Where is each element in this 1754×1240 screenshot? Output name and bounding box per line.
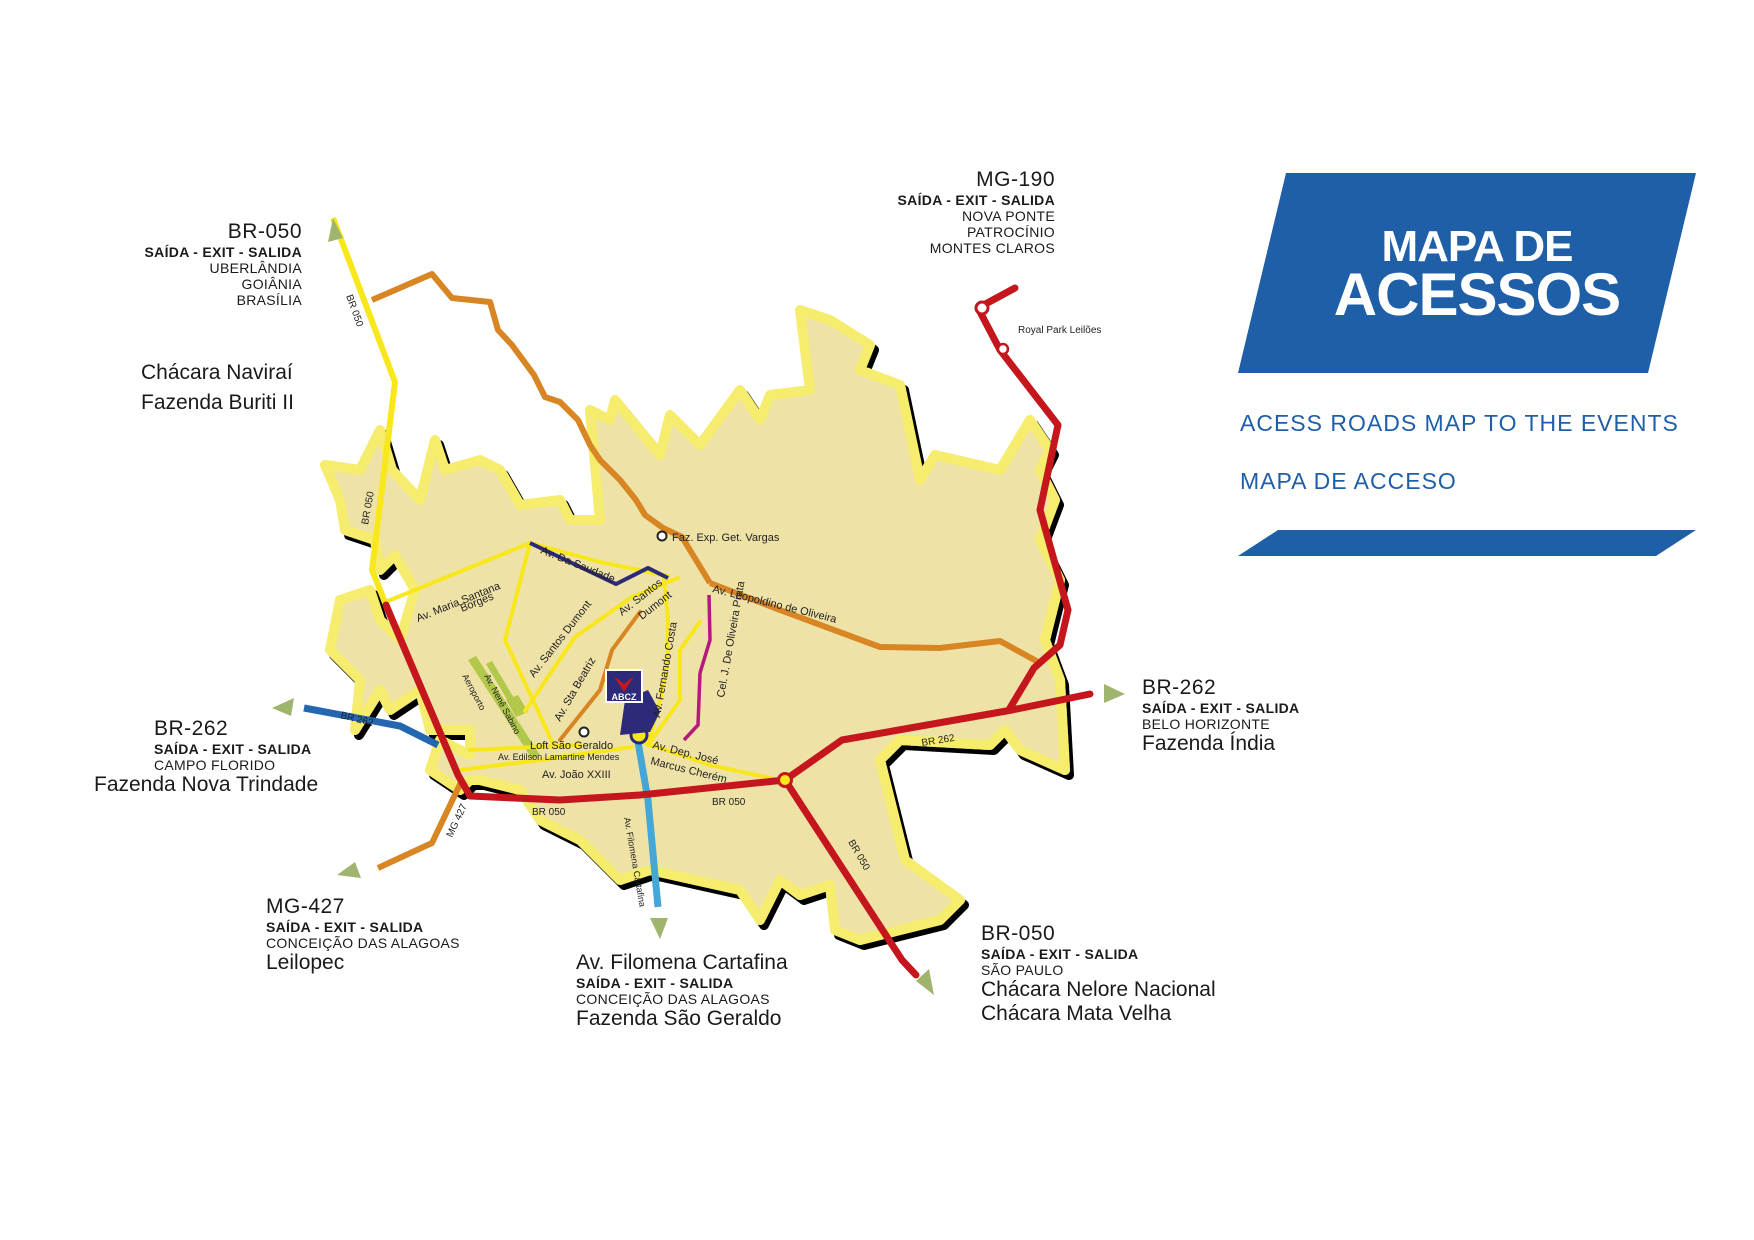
road-av-cel-prata xyxy=(646,620,702,747)
exit-road: BR-050 xyxy=(227,220,302,243)
road-av-da-saudade xyxy=(529,541,669,587)
exit-br050-north: BR-050 SAÍDA - EXIT - SALIDA UBERLÂNDIA … xyxy=(120,220,302,309)
arrow-br050-south xyxy=(916,969,934,995)
arrow-br262-west xyxy=(272,698,294,716)
abcz-park: ABCZ xyxy=(605,669,660,735)
road-av-joao xyxy=(458,745,634,772)
exit-mg190: MG-190 SAÍDA - EXIT - SALIDA NOVA PONTE … xyxy=(850,168,1055,257)
exit-road: BR-262 xyxy=(1142,676,1217,699)
road-av-filomena xyxy=(633,735,662,908)
exit-dest: MONTES CLAROS xyxy=(929,240,1055,257)
farm-name: Fazenda Índia xyxy=(1142,732,1276,756)
farms-nw: Chácara Naviraí Fazenda Buriti II xyxy=(141,358,294,419)
exit-road: BR-262 xyxy=(154,717,229,740)
road-br050-south xyxy=(781,776,920,979)
exit-dest: CONCEIÇÃO DAS ALAGOAS xyxy=(266,935,460,952)
label-br262-b: BR 262 xyxy=(921,733,956,749)
subtitle-es: MAPA DE ACCESO xyxy=(1240,468,1457,494)
farm-name: Chácara Mata Velha xyxy=(981,1002,1172,1026)
exit-label: SAÍDA - EXIT - SALIDA xyxy=(576,975,734,992)
exit-road: BR-050 xyxy=(981,922,1056,945)
exit-dest: CAMPO FLORIDO xyxy=(154,757,276,774)
label-br050-c: BR 050 xyxy=(532,807,566,818)
road-av-santos-dumont xyxy=(523,576,680,713)
farm-name: Chácara Naviraí xyxy=(141,361,293,384)
farm-name: Leilopec xyxy=(266,951,345,975)
exit-av-filomena: Av. Filomena Cartafina SAÍDA - EXIT - SA… xyxy=(576,951,836,1031)
arrow-br262-east xyxy=(1104,684,1125,703)
arrow-filomena xyxy=(650,918,668,939)
exit-dest: SÃO PAULO xyxy=(981,962,1064,979)
airport-runway xyxy=(468,656,540,759)
exit-dest: GOIÂNIA xyxy=(241,276,302,293)
title-line1: MAPA DE xyxy=(1381,222,1574,271)
road-magenta xyxy=(682,594,712,742)
road-orange-north xyxy=(370,271,713,585)
road-mg427 xyxy=(376,778,465,871)
node-loft xyxy=(578,726,590,738)
label-av-edilson: Av. Edilson Lamartine Mendes xyxy=(498,752,620,762)
farm-name: Fazenda Nova Trindade xyxy=(94,773,319,797)
exit-dest: BELO HORIZONTE xyxy=(1142,716,1270,733)
node-roundabout-br050 xyxy=(777,772,793,788)
exit-br050-south: BR-050 SAÍDA - EXIT - SALIDA SÃO PAULO C… xyxy=(981,922,1261,1027)
road-av-dep-jose xyxy=(634,738,790,784)
farm-name: Fazenda Buriti II xyxy=(141,391,294,415)
exit-label: SAÍDA - EXIT - SALIDA xyxy=(981,946,1139,963)
title-line2: ACESSOS xyxy=(1333,261,1621,329)
exit-label: SAÍDA - EXIT - SALIDA xyxy=(154,741,312,758)
exit-br262-east: BR-262 SAÍDA - EXIT - SALIDA BELO HORIZO… xyxy=(1142,676,1372,756)
exit-label: SAÍDA - EXIT - SALIDA xyxy=(144,244,302,261)
page-title: MAPA DE ACESSOS xyxy=(1258,222,1696,329)
label-royal-park: Royal Park Leilões xyxy=(1018,325,1101,336)
exit-road: MG-190 xyxy=(976,168,1055,191)
farm-name: Fazenda São Geraldo xyxy=(576,1007,782,1031)
road-av-maria-santana xyxy=(386,541,670,603)
decorative-bar xyxy=(1238,530,1696,556)
exit-dest: BRASÍLIA xyxy=(236,292,302,309)
label-br050-c2: BR 050 xyxy=(712,797,746,808)
exit-label: SAÍDA - EXIT - SALIDA xyxy=(266,919,424,936)
road-av-edilson xyxy=(468,743,582,752)
title-banner: MAPA DE ACESSOS xyxy=(1238,173,1696,373)
exit-br262-west: BR-262 SAÍDA - EXIT - SALIDA CAMPO FLORI… xyxy=(94,717,354,797)
node-royal-park xyxy=(996,342,1010,356)
exit-dest: NOVA PONTE xyxy=(962,208,1055,225)
abcz-label: ABCZ xyxy=(612,692,637,702)
road-br050-main xyxy=(382,601,789,804)
urban-area xyxy=(320,305,1070,945)
road-mg190 xyxy=(974,284,1072,712)
node-mg190-end xyxy=(974,300,990,316)
exit-label: SAÍDA - EXIT - SALIDA xyxy=(897,192,1055,209)
subtitle-en: ACESS ROADS MAP TO THE EVENTS xyxy=(1240,410,1679,436)
exit-dest: UBERLÂNDIA xyxy=(209,260,302,277)
exit-road: Av. Filomena Cartafina xyxy=(576,951,788,974)
road-br262-west xyxy=(303,704,440,749)
exit-dest: CONCEIÇÃO DAS ALAGOAS xyxy=(576,991,770,1008)
label-loft: Loft São Geraldo xyxy=(530,740,613,752)
arrow-mg427 xyxy=(337,862,361,878)
abcz-logo-icon xyxy=(614,676,634,692)
road-av-nene-sabino xyxy=(503,541,557,750)
label-faz-exp: Faz. Exp. Get. Vargas xyxy=(672,532,780,544)
farm-name: Chácara Nelore Nacional xyxy=(981,978,1216,1002)
exit-mg427: MG-427 SAÍDA - EXIT - SALIDA CONCEIÇÃO D… xyxy=(266,895,506,975)
exit-dest: PATROCÍNIO xyxy=(966,224,1055,241)
road-br050-north xyxy=(330,216,398,607)
label-av-joao: Av. João XXIII xyxy=(542,769,611,781)
arrow-br050-north xyxy=(328,218,343,242)
road-av-leopoldino xyxy=(708,580,1042,666)
exit-road: MG-427 xyxy=(266,895,345,918)
exit-label: SAÍDA - EXIT - SALIDA xyxy=(1142,700,1300,717)
road-br262-east xyxy=(781,690,1094,784)
node-faz-exp xyxy=(656,530,668,542)
avenues-yellow xyxy=(386,541,790,784)
